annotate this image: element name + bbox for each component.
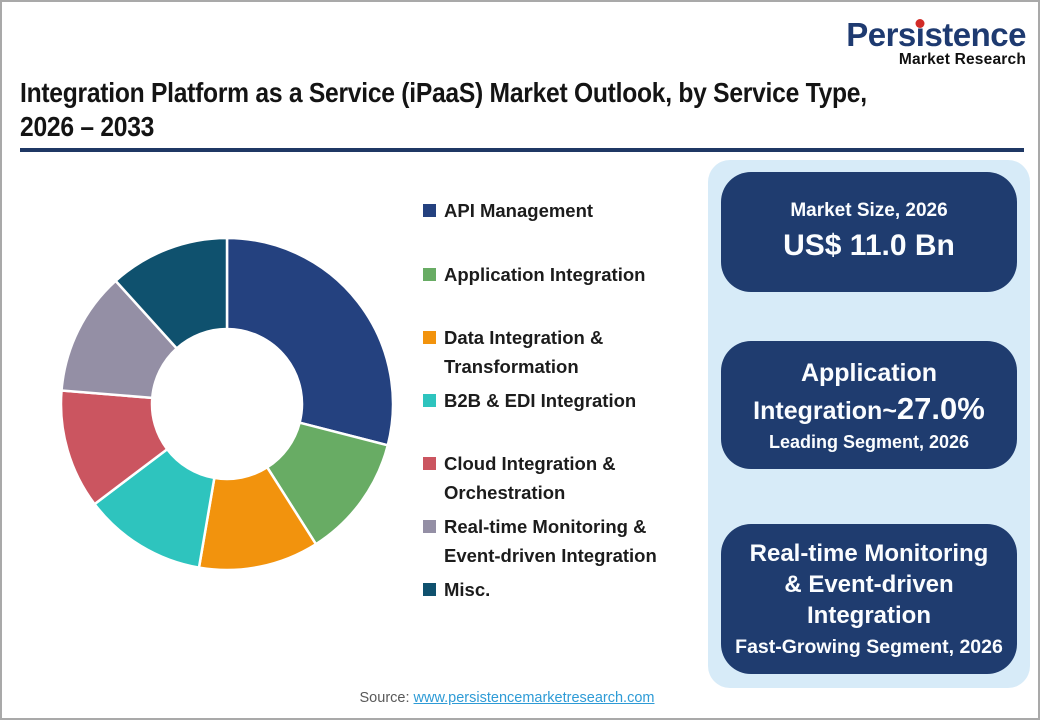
legend-swatch-icon xyxy=(423,268,436,281)
legend-item-7: Misc. xyxy=(423,575,490,604)
market-size-label: Market Size, 2026 xyxy=(790,199,948,221)
legend-label: Application Integration xyxy=(444,264,646,285)
legend-label: B2B & EDI Integration xyxy=(444,390,637,411)
legend-label: Real-time Monitoring & Event-driven Inte… xyxy=(444,516,657,566)
fast-growing-card: Real-time Monitoring & Event-driven Inte… xyxy=(721,524,1017,674)
logo-brand-i-red-dot: i xyxy=(915,16,925,53)
legend-label: Data Integration & Transformation xyxy=(444,327,604,377)
pmr-logo: Persistence Market Research xyxy=(846,18,1026,68)
legend-label: Cloud Integration & Orchestration xyxy=(444,453,616,503)
logo-tagline: Market Research xyxy=(898,51,1026,68)
page-title: Integration Platform as a Service (iPaaS… xyxy=(20,76,867,144)
source-label: Source: xyxy=(359,690,410,706)
legend-swatch-icon xyxy=(423,520,436,533)
legend-swatch-icon xyxy=(423,204,436,217)
donut-segment-1 xyxy=(225,236,395,447)
legend-swatch-icon xyxy=(423,583,436,596)
logo-brand-pre: Pers xyxy=(846,16,916,53)
legend-item-2: Application Integration xyxy=(423,260,645,289)
logo-brand-text: Persistence xyxy=(846,18,1026,51)
source-link[interactable]: www.persistencemarketresearch.com xyxy=(413,690,655,706)
fast-growing-line2: & Event-driven xyxy=(784,570,954,598)
highlights-panel: Market Size, 2026 US$ 11.0 Bn Applicatio… xyxy=(708,160,1030,688)
legend-swatch-icon xyxy=(423,394,436,407)
leading-segment-line2: Integration~27.0% xyxy=(753,391,985,429)
legend-item-3: Data Integration & Transformation xyxy=(423,323,603,381)
legend-label: API Management xyxy=(444,200,594,221)
page-title-line1: Integration Platform as a Service (iPaaS… xyxy=(20,77,867,108)
legend-swatch-icon xyxy=(423,457,436,470)
page-title-line2: 2026 – 2033 xyxy=(20,111,155,142)
donut-chart xyxy=(59,236,395,572)
source-line: Source: www.persistencemarketresearch.co… xyxy=(2,690,1012,706)
leading-segment-name: Integration~ xyxy=(753,397,897,426)
legend-item-1: API Management xyxy=(423,196,593,225)
fast-growing-sub: Fast-Growing Segment, 2026 xyxy=(735,635,1003,658)
legend-item-4: B2B & EDI Integration xyxy=(423,386,636,415)
logo-brand-post: stence xyxy=(924,16,1026,53)
fast-growing-line1: Real-time Monitoring xyxy=(749,539,989,567)
fast-growing-line3: Integration xyxy=(807,601,931,629)
market-size-card: Market Size, 2026 US$ 11.0 Bn xyxy=(721,172,1017,292)
leading-segment-card: Application Integration~27.0% Leading Se… xyxy=(721,341,1017,469)
leading-segment-sub: Leading Segment, 2026 xyxy=(768,432,970,453)
legend-item-6: Real-time Monitoring & Event-driven Inte… xyxy=(423,512,657,570)
market-size-value: US$ 11.0 Bn xyxy=(783,229,955,263)
legend-item-5: Cloud Integration & Orchestration xyxy=(423,449,616,507)
legend-label: Misc. xyxy=(444,579,491,600)
title-divider xyxy=(20,148,1024,152)
legend-swatch-icon xyxy=(423,331,436,344)
leading-segment-percent: 27.0% xyxy=(896,391,985,427)
leading-segment-line1: Application xyxy=(800,359,938,388)
donut-segment-7 xyxy=(114,236,229,350)
